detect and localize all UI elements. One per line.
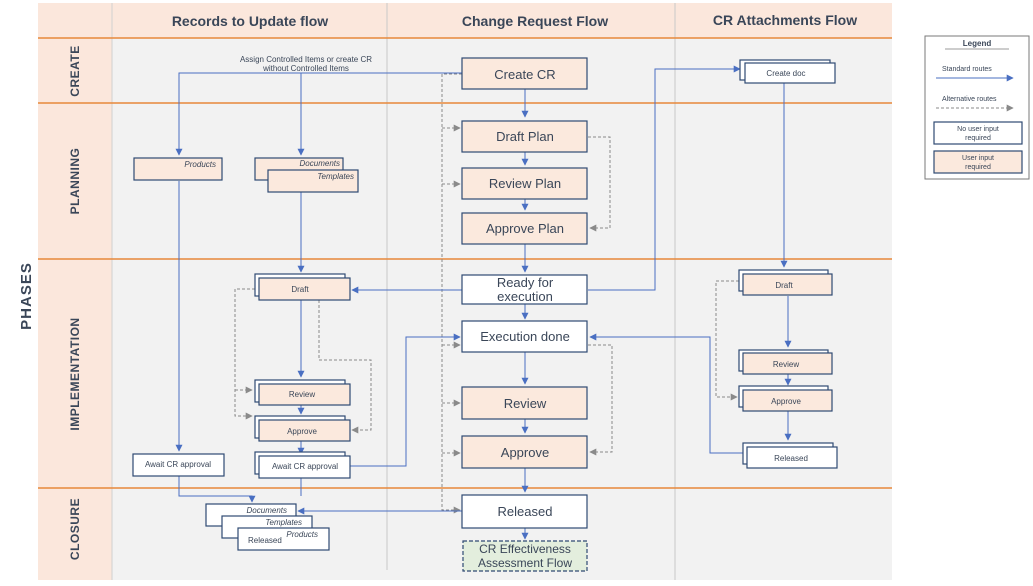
svg-text:Create CR: Create CR <box>494 67 555 82</box>
cr-ready-for-execution[interactable]: Ready for execution <box>461 274 588 305</box>
svg-text:Released: Released <box>774 454 808 463</box>
legend-alternative-label: Alternative routes <box>942 96 997 103</box>
closure-records-stack[interactable]: Documents Templates Products Released <box>205 503 330 551</box>
svg-text:Approve: Approve <box>501 445 549 460</box>
phase-create: CREATE <box>68 45 82 96</box>
legend-no-input-swatch <box>933 121 1023 145</box>
lane-header-records: Records to Update flow <box>172 13 328 29</box>
svg-text:Draft: Draft <box>775 281 793 290</box>
cr-released[interactable]: Released <box>461 494 588 529</box>
svg-text:User input: User input <box>962 155 994 162</box>
svg-text:Released: Released <box>498 504 553 519</box>
records-review[interactable]: Review <box>254 379 351 406</box>
svg-text:Review: Review <box>289 390 315 399</box>
svg-text:Documents: Documents <box>300 159 340 168</box>
svg-text:Review Plan: Review Plan <box>489 176 561 191</box>
svg-text:Await CR approval: Await CR approval <box>272 462 338 471</box>
records-approve[interactable]: Approve <box>254 415 351 442</box>
svg-text:Approve Plan: Approve Plan <box>486 221 564 236</box>
cr-effectiveness-assessment-flow[interactable]: CR Effectiveness Assessment Flow <box>462 540 588 572</box>
svg-text:Templates: Templates <box>265 518 302 527</box>
svg-text:Documents: Documents <box>247 506 287 515</box>
svg-text:required: required <box>965 135 991 142</box>
svg-text:Draft Plan: Draft Plan <box>496 129 554 144</box>
alternative-routes <box>234 73 739 514</box>
svg-text:required: required <box>965 164 991 171</box>
cr-execution-done[interactable]: Execution done <box>461 320 588 353</box>
standard-routes <box>175 65 792 540</box>
svg-text:Await CR approval: Await CR approval <box>145 460 211 469</box>
records-await-cr-approval-left[interactable]: Await CR approval <box>132 453 225 477</box>
svg-text:Products: Products <box>286 530 318 539</box>
cr-review-plan[interactable]: Review Plan <box>461 167 588 200</box>
svg-text:execution: execution <box>497 289 553 304</box>
svg-text:Released: Released <box>248 536 282 545</box>
legend-standard-label: Standard routes <box>942 66 992 73</box>
lane-header-cr: Change Request Flow <box>462 13 608 29</box>
svg-text:Products: Products <box>184 160 216 169</box>
legend-input-swatch <box>933 150 1023 174</box>
records-documents-stack[interactable]: Documents Templates <box>254 157 359 193</box>
phase-implementation: IMPLEMENTATION <box>68 317 82 430</box>
svg-text:Draft: Draft <box>291 285 309 294</box>
cr-approve[interactable]: Approve <box>461 435 588 469</box>
svg-text:Assessment Flow: Assessment Flow <box>478 556 572 570</box>
cr-create-cr[interactable]: Create CR <box>461 57 588 90</box>
records-draft[interactable]: Draft <box>254 273 351 301</box>
legend-title: Legend <box>963 39 992 48</box>
phase-planning: PLANNING <box>68 148 82 215</box>
svg-text:CR Effectiveness: CR Effectiveness <box>479 542 571 556</box>
legend: Legend Standard routes Alternative route… <box>924 35 1030 180</box>
svg-text:Execution done: Execution done <box>480 329 570 344</box>
attachments-approve[interactable]: Approve <box>738 385 833 412</box>
svg-text:Templates: Templates <box>317 172 354 181</box>
attachments-review[interactable]: Review <box>738 349 833 375</box>
svg-text:Review: Review <box>773 360 799 369</box>
attachments-released[interactable]: Released <box>742 442 838 469</box>
svg-text:Review: Review <box>504 396 547 411</box>
svg-text:Approve: Approve <box>287 427 317 436</box>
annotation-line-2: without Controlled Items <box>262 64 349 73</box>
attachments-draft[interactable]: Draft <box>738 269 833 296</box>
records-await-cr-approval-right[interactable]: Await CR approval <box>254 451 351 479</box>
annotation-line-1: Assign Controlled Items or create CR <box>240 55 372 64</box>
records-products[interactable]: Products <box>133 157 223 181</box>
cr-review[interactable]: Review <box>461 386 588 420</box>
svg-text:No user input: No user input <box>957 126 999 133</box>
phase-closure: CLOSURE <box>68 498 82 560</box>
cr-draft-plan[interactable]: Draft Plan <box>461 120 588 153</box>
cr-approve-plan[interactable]: Approve Plan <box>461 212 588 245</box>
svg-text:Ready for: Ready for <box>497 275 554 290</box>
lane-header-attachments: CR Attachments Flow <box>713 12 857 28</box>
attachments-create-doc[interactable]: Create doc <box>739 59 836 84</box>
svg-text:Approve: Approve <box>771 397 801 406</box>
svg-text:Create doc: Create doc <box>766 69 805 78</box>
phases-title: PHASES <box>18 262 35 330</box>
